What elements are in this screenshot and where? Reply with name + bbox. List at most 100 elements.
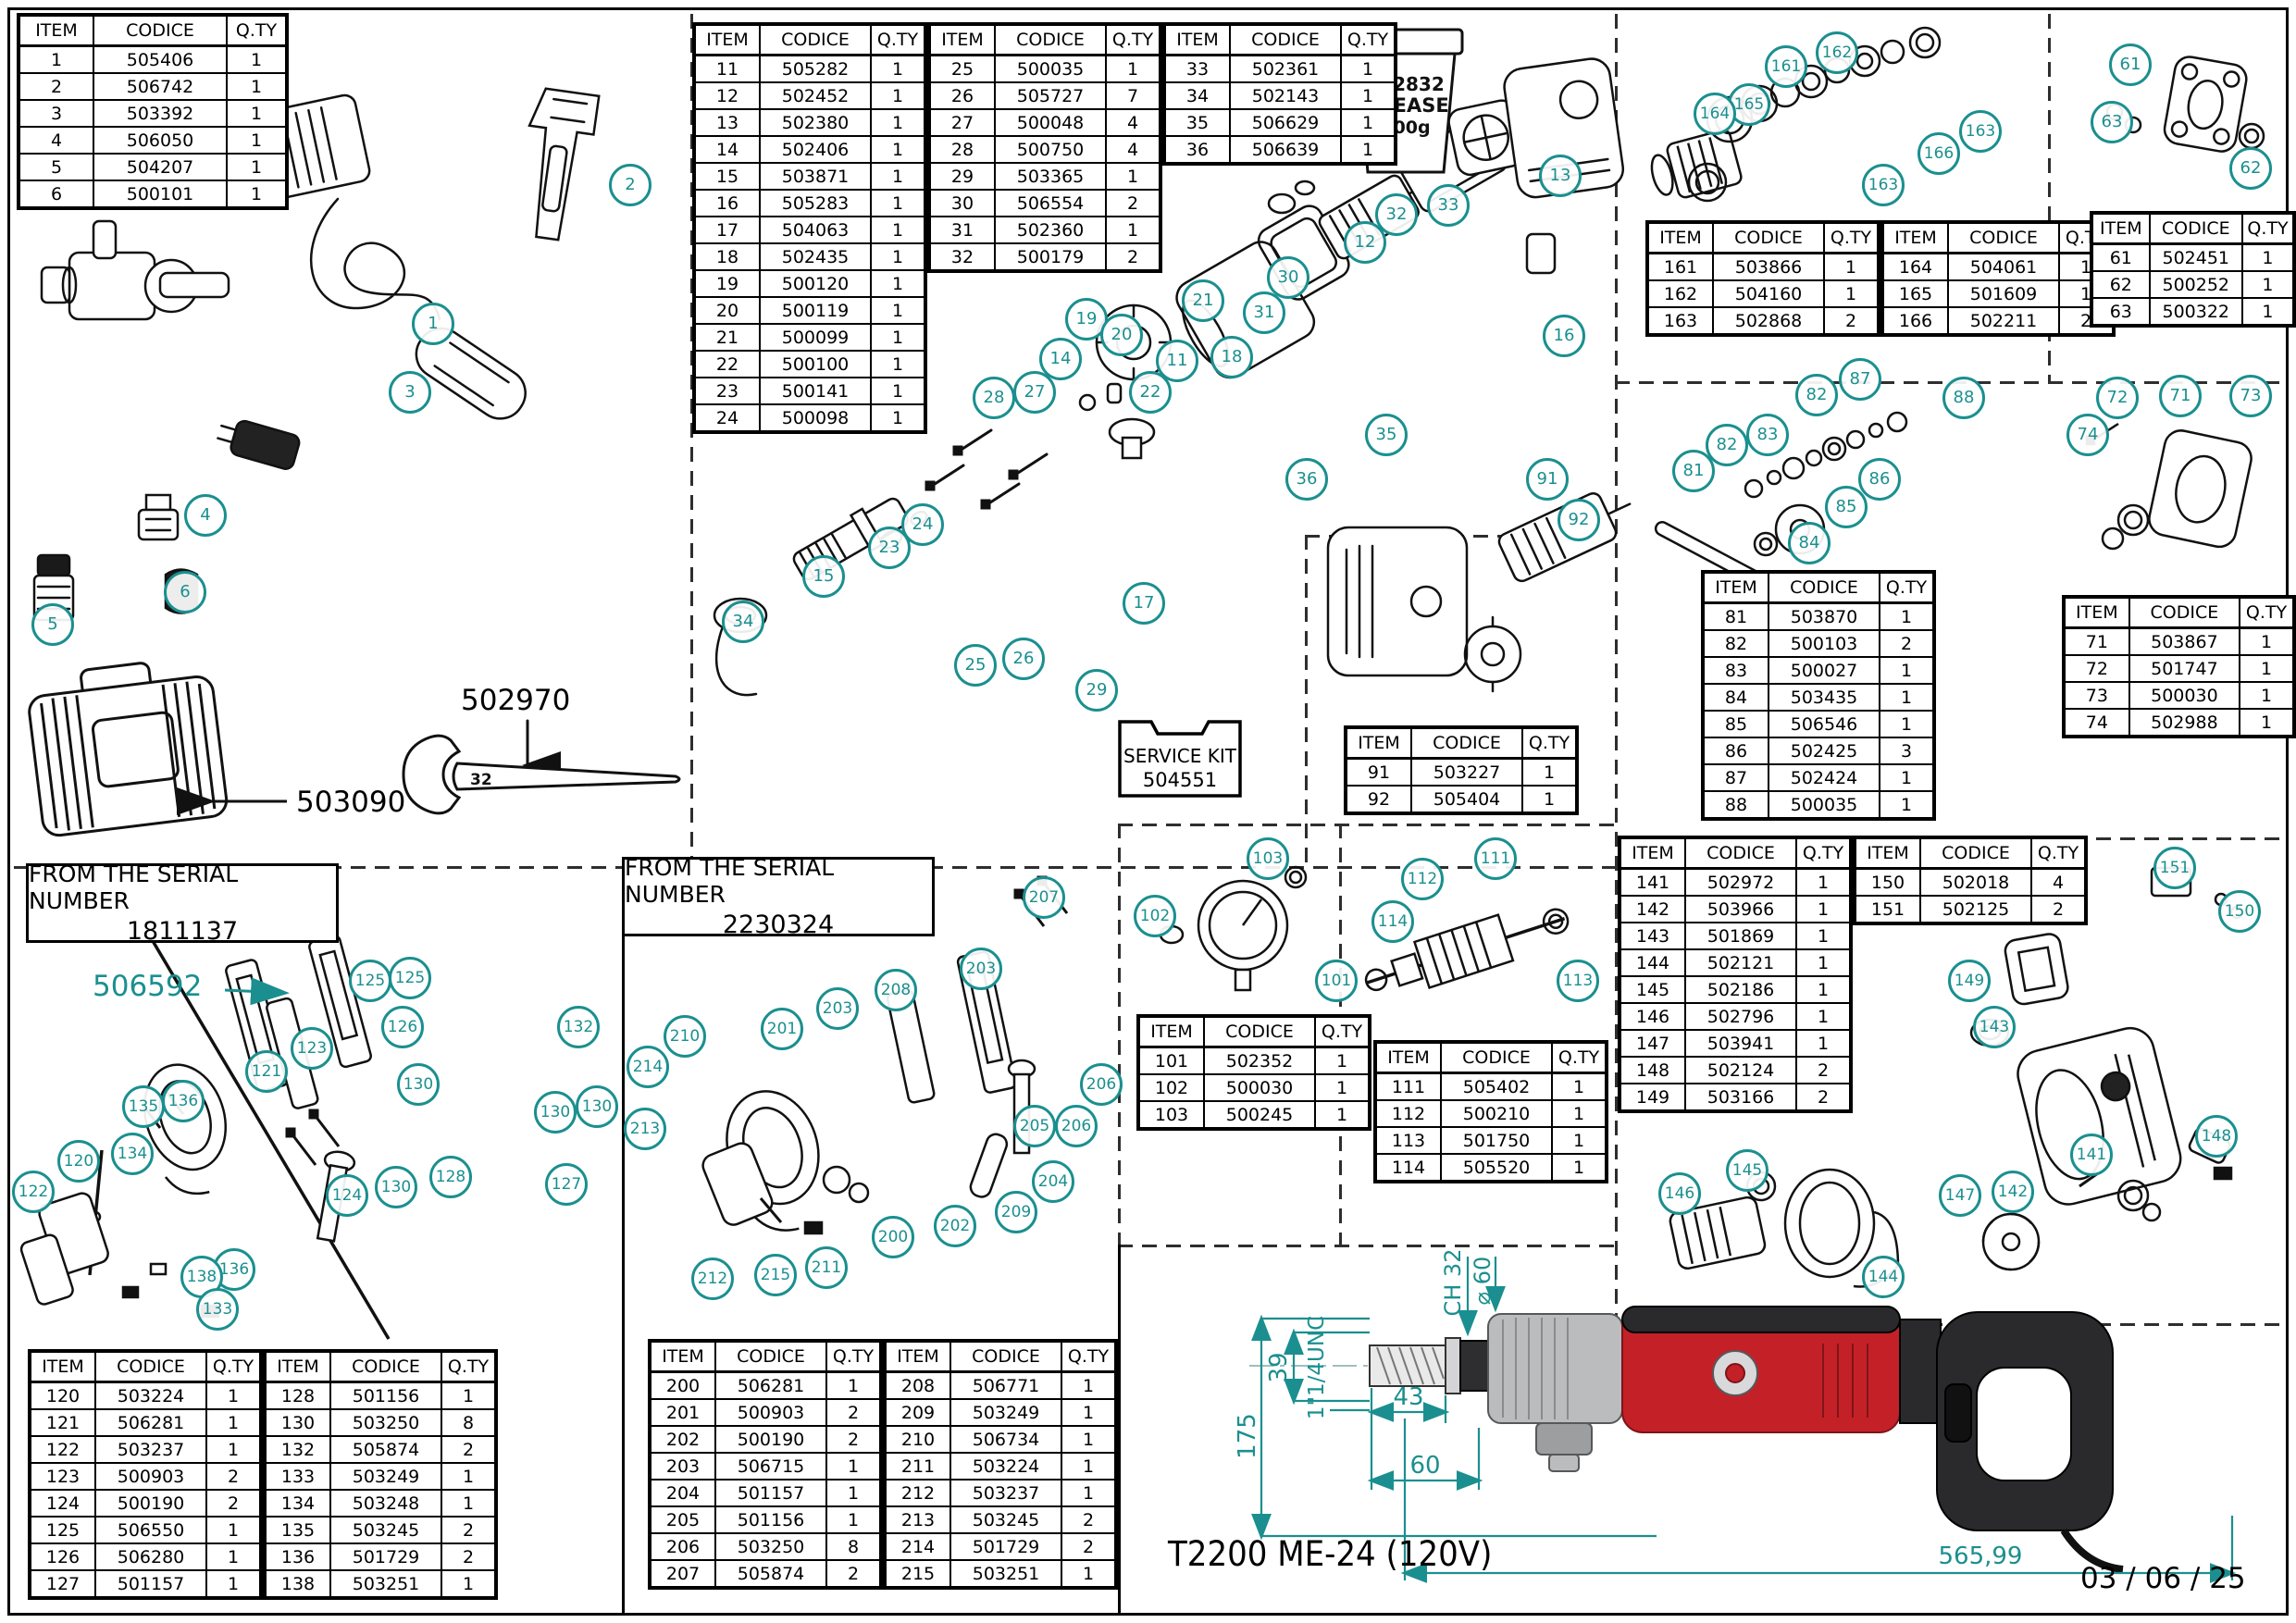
column-header: Q.TY bbox=[441, 1350, 497, 1383]
service-kit-code: 504551 bbox=[1143, 769, 1217, 791]
column-header: Q.TY bbox=[1061, 1340, 1117, 1373]
column-header: Q.TY bbox=[1879, 571, 1935, 604]
column-header: Q.TY bbox=[2030, 836, 2087, 870]
revision-date: 03 / 06 / 25 bbox=[2080, 1562, 2246, 1595]
exploded-view-housing-group bbox=[1669, 866, 2244, 1288]
column-header: ITEM bbox=[2091, 212, 2151, 245]
column-header: Q.TY bbox=[1551, 1041, 1607, 1074]
column-header: CODICE bbox=[2148, 212, 2243, 245]
column-header: ITEM bbox=[649, 1340, 716, 1373]
column-header: Q.TY bbox=[1105, 23, 1161, 56]
wrench-code-label: 502970 bbox=[461, 684, 570, 717]
column-header: CODICE bbox=[1712, 221, 1825, 254]
column-header: ITEM bbox=[29, 1350, 96, 1383]
column-header: Q.TY bbox=[205, 1350, 262, 1383]
service-kit-box: SERVICE KIT 504551 bbox=[1118, 720, 1242, 798]
column-header: CODICE bbox=[759, 23, 872, 56]
column-header: CODICE bbox=[2128, 596, 2241, 629]
column-header: ITEM bbox=[18, 14, 94, 47]
column-header: CODICE bbox=[1410, 726, 1523, 760]
column-header: CODICE bbox=[1919, 836, 2032, 870]
clamp-assembly-code-label: 506592 bbox=[93, 970, 203, 1003]
column-header: ITEM bbox=[1619, 836, 1686, 870]
column-header: Q.TY bbox=[1314, 1015, 1371, 1048]
column-header: ITEM bbox=[1881, 221, 1949, 254]
column-header: ITEM bbox=[1374, 1041, 1442, 1074]
column-header: Q.TY bbox=[1521, 726, 1578, 760]
column-header: Q.TY bbox=[2240, 212, 2296, 245]
column-header: CODICE bbox=[93, 14, 228, 47]
column-header: ITEM bbox=[1345, 726, 1412, 760]
section-divider bbox=[690, 14, 693, 867]
wrench-size-label: 32 bbox=[470, 771, 492, 789]
column-header: CODICE bbox=[1203, 1015, 1316, 1048]
column-header: CODICE bbox=[329, 1350, 442, 1383]
column-header: ITEM bbox=[1163, 23, 1231, 56]
dim-dia60: ⌀ 60 bbox=[1470, 1257, 1496, 1306]
serial-number: 1811137 bbox=[126, 917, 239, 946]
